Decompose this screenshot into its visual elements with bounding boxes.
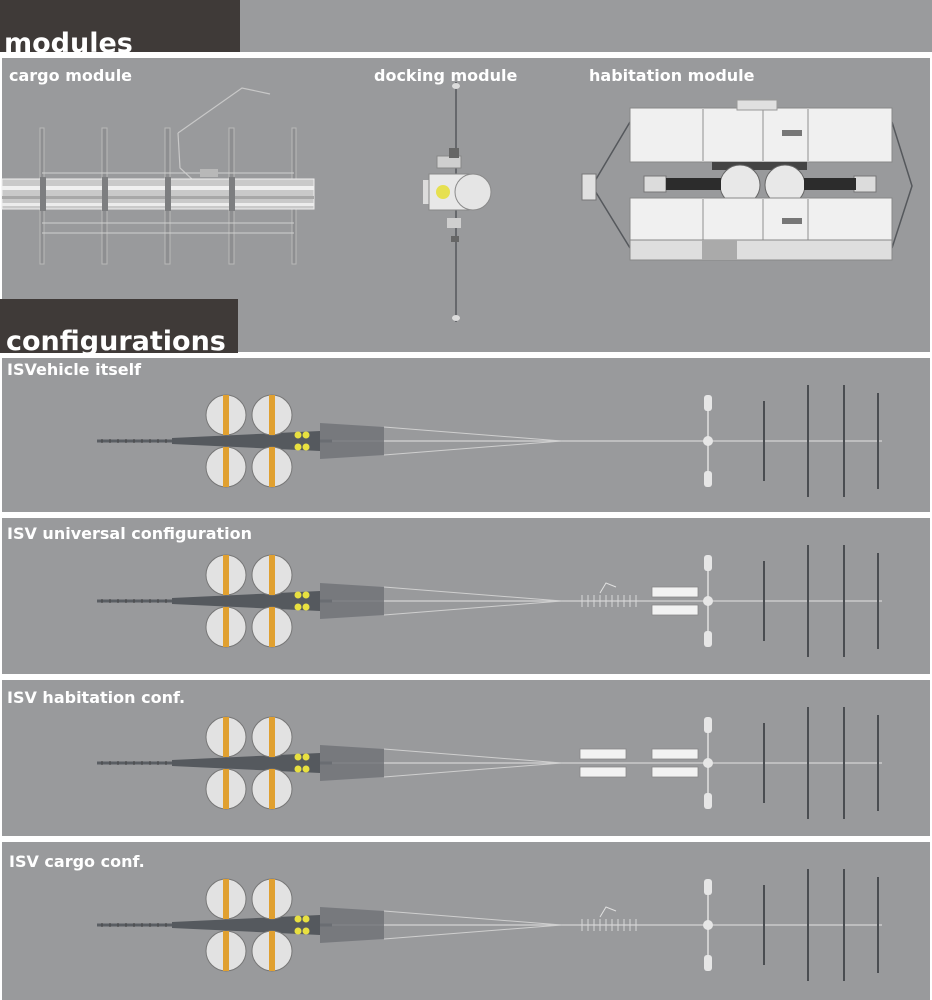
tether-lines [383, 910, 563, 940]
tether-lines [383, 586, 563, 616]
isv-universal-drawing [97, 545, 882, 657]
thruster-sphere [302, 927, 310, 935]
thruster-sphere [302, 431, 310, 439]
tether-lines [383, 426, 563, 456]
docking-pod-bottom [704, 793, 712, 809]
tank-band [223, 717, 229, 757]
thruster-sphere [294, 927, 302, 935]
hab-module-upper [651, 748, 699, 760]
docking-pod-top [704, 717, 712, 733]
docking-module-drawing [423, 82, 492, 322]
tether-lines [383, 748, 563, 778]
thruster-sphere [302, 753, 310, 761]
isv-cargo-drawing [97, 869, 882, 981]
docking-pod-bottom [704, 955, 712, 971]
docking-hub [703, 920, 713, 930]
isv-vehicle-drawing [97, 385, 882, 497]
thruster-sphere [302, 591, 310, 599]
tank-band [269, 555, 275, 595]
tank-band [269, 607, 275, 647]
hab-module-lower [651, 604, 699, 616]
thruster-sphere [302, 443, 310, 451]
docking-pod-top [704, 879, 712, 895]
tank-band [269, 931, 275, 971]
cargo-arm [599, 906, 617, 918]
docking-pod-top [704, 555, 712, 571]
docking-pod-bottom [704, 471, 712, 487]
shield-cone [320, 745, 384, 781]
tank-band [269, 395, 275, 435]
tank-band [269, 769, 275, 809]
config-panel-habitation: ISV habitation conf. [2, 680, 930, 836]
tank-band [269, 717, 275, 757]
thruster-sphere [294, 603, 302, 611]
docking-module-label: docking module [374, 66, 518, 85]
docking-pod-bottom [704, 631, 712, 647]
cargo-arm [599, 582, 617, 594]
config-label: ISV cargo conf. [9, 852, 145, 871]
docking-hub [703, 436, 713, 446]
vehicle-boom [172, 915, 320, 935]
vehicle-group [97, 707, 882, 819]
tank-band [223, 395, 229, 435]
isv-habitation-drawing [97, 707, 882, 819]
thruster-sphere [294, 753, 302, 761]
thruster-sphere [294, 431, 302, 439]
habitation-module-drawing [581, 99, 913, 261]
tank-band [223, 769, 229, 809]
configurations-title: configurations [6, 326, 226, 357]
modules-panel: cargo module docking module habitation m… [1, 58, 930, 352]
tank-band [223, 447, 229, 487]
modules-header-tab [0, 0, 240, 52]
hab-module-upper [579, 748, 627, 760]
config-panel-isvehicle: ISVehicle itself [2, 358, 930, 512]
tank-band [223, 607, 229, 647]
thruster-sphere [302, 765, 310, 773]
habitation-module-label: habitation module [589, 66, 755, 85]
config-label: ISVehicle itself [7, 360, 142, 379]
shield-cone [320, 583, 384, 619]
configurations-header-tab [0, 299, 238, 353]
cargo-module-label: cargo module [9, 66, 133, 85]
thruster-sphere [294, 443, 302, 451]
cargo-module-drawing [1, 87, 315, 265]
tank-band [269, 879, 275, 919]
thruster-sphere [294, 591, 302, 599]
vehicle-boom [172, 591, 320, 611]
hab-module-upper [651, 586, 699, 598]
shield-cone [320, 423, 384, 459]
thruster-sphere [302, 915, 310, 923]
docking-hub [703, 596, 713, 606]
docking-hub [703, 758, 713, 768]
vehicle-group [97, 385, 882, 497]
config-label: ISV habitation conf. [7, 688, 186, 707]
vehicle-group [97, 545, 882, 657]
vehicle-boom [172, 753, 320, 773]
hab-module-lower [579, 766, 627, 778]
shield-cone [320, 907, 384, 943]
hab-module-lower [651, 766, 699, 778]
thruster-sphere [302, 603, 310, 611]
thruster-sphere [294, 915, 302, 923]
tank-band [223, 931, 229, 971]
modules-title: modules [4, 28, 133, 59]
tank-band [269, 447, 275, 487]
config-panel-cargo: ISV cargo conf. [2, 842, 930, 1000]
tank-band [223, 555, 229, 595]
docking-pod-top [704, 395, 712, 411]
vehicle-boom [172, 431, 320, 451]
config-label: ISV universal configuration [7, 524, 253, 543]
thruster-sphere [294, 765, 302, 773]
tank-band [223, 879, 229, 919]
config-panel-universal: ISV universal configuration [2, 518, 930, 674]
vehicle-group [97, 869, 882, 981]
